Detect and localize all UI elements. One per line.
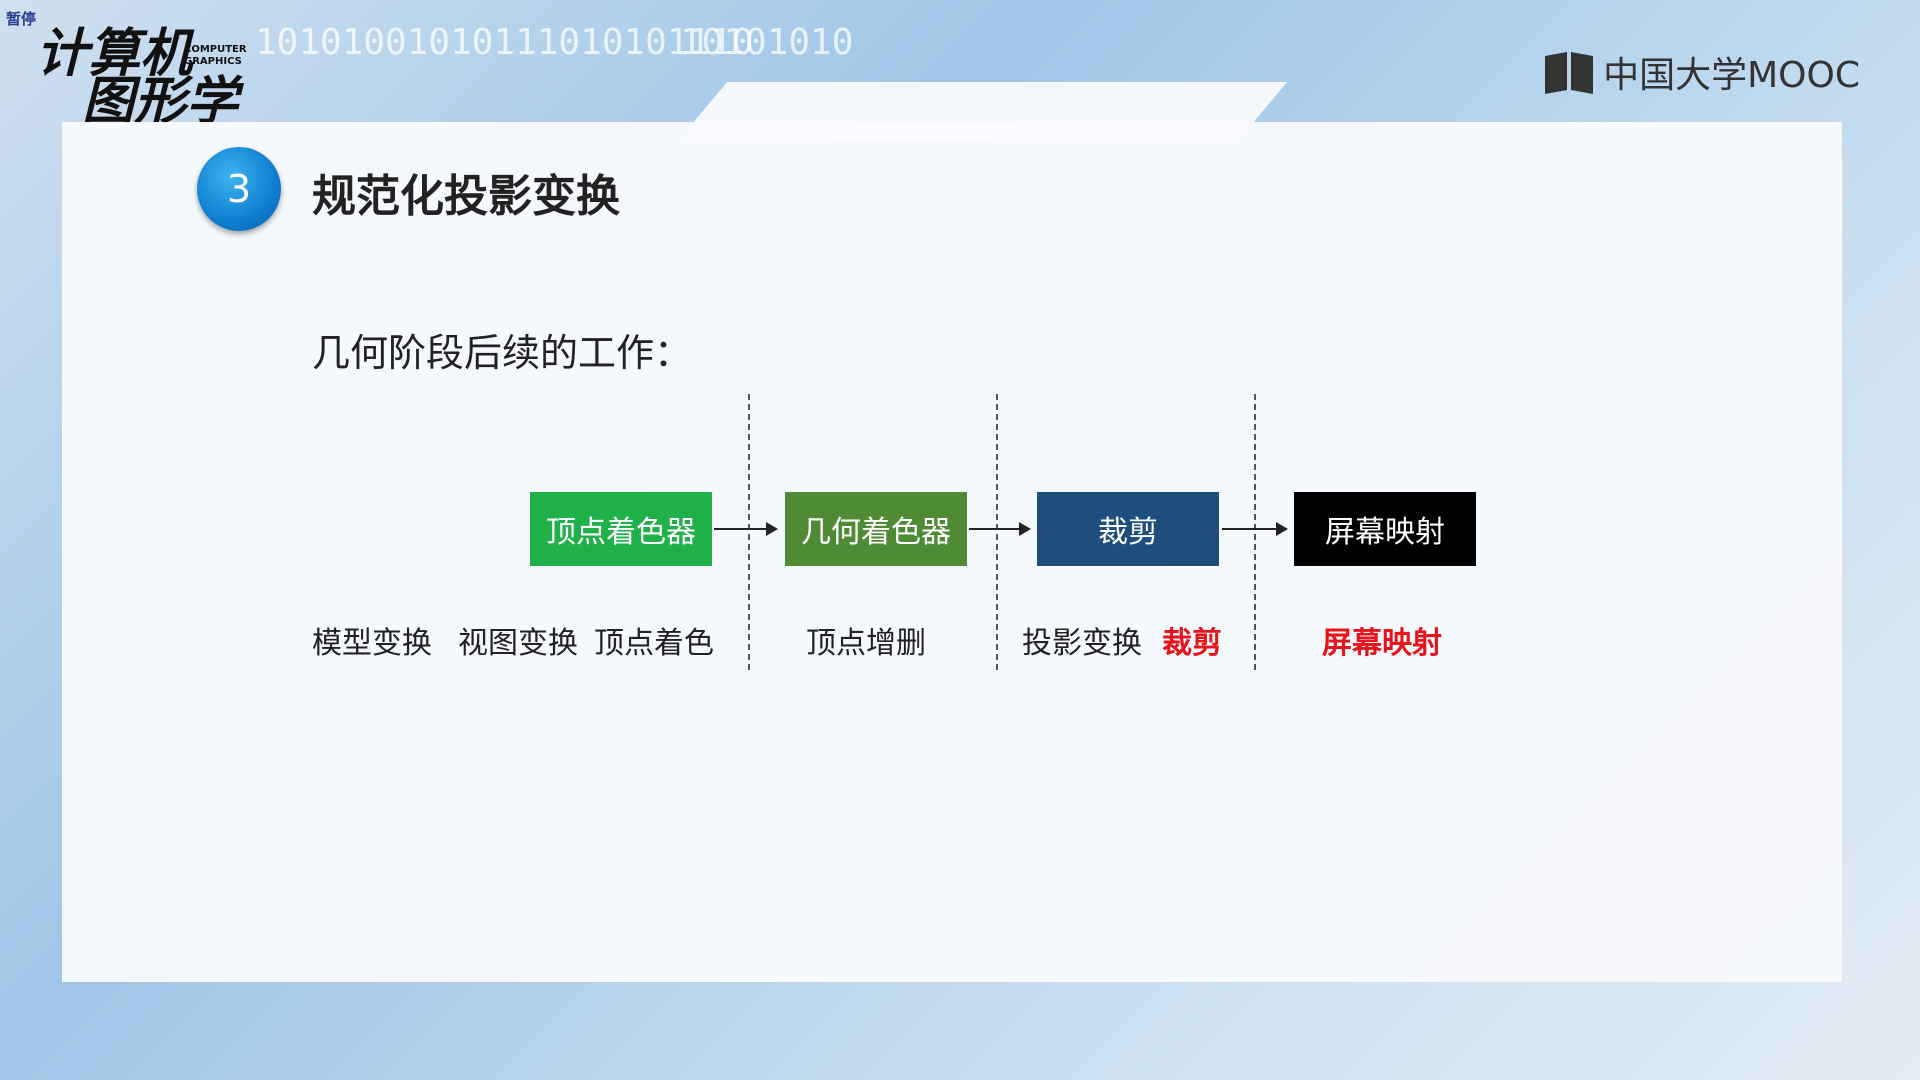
book-icon xyxy=(1545,52,1594,94)
logo-english-line-2: GRAPHICS xyxy=(184,56,242,67)
sub-label-vertex-shading: 顶点着色 xyxy=(594,626,714,661)
stage-screen-mapping: 屏幕映射 xyxy=(1294,492,1476,566)
sub-label-clipping: 裁剪 xyxy=(1162,626,1222,661)
mooc-brand: 中国大学MOOC xyxy=(1543,46,1860,98)
stage-divider xyxy=(1254,394,1256,670)
course-logo: 计算机 图形学 COMPUTER GRAPHICS xyxy=(36,24,266,132)
section-number-badge: 3 xyxy=(197,147,281,231)
flow-arrow xyxy=(969,522,1031,536)
flow-arrow xyxy=(714,522,778,536)
logo-english-line-1: COMPUTER xyxy=(184,44,247,55)
sub-label-model-transform: 模型变换 xyxy=(312,626,432,661)
stage-clipping: 裁剪 xyxy=(1037,492,1219,566)
sub-label-projection-transform: 投影变换 xyxy=(1022,626,1142,661)
logo-english: COMPUTER GRAPHICS xyxy=(184,44,247,68)
logo-line-2: 图形学 xyxy=(82,72,239,132)
sub-label-vertex-add-remove: 顶点增删 xyxy=(806,626,926,661)
section-title: 规范化投影变换 xyxy=(312,171,620,222)
sub-label-screen-mapping: 屏幕映射 xyxy=(1322,626,1442,661)
stage-geometry-shader: 几何着色器 xyxy=(785,492,967,566)
pause-status-badge: 暂停 xyxy=(6,10,37,28)
slide-content: 3 规范化投影变换 几何阶段后续的工作： 顶点着色器 几何着色器 裁剪 屏幕映射… xyxy=(62,122,1842,982)
binary-text-decoration: 10101001010111010101110 xyxy=(255,22,754,63)
stage-divider xyxy=(996,394,998,670)
binary-text-decoration: 10101010 xyxy=(680,22,854,63)
stage-vertex-shader: 顶点着色器 xyxy=(530,492,712,566)
intro-text: 几何阶段后续的工作： xyxy=(312,331,693,375)
stage-divider xyxy=(748,394,750,670)
sub-label-view-transform: 视图变换 xyxy=(458,626,578,661)
flow-arrow xyxy=(1222,522,1288,536)
mooc-label: 中国大学MOOC xyxy=(1603,55,1860,96)
logo-line-1: 计算机 xyxy=(36,24,193,84)
